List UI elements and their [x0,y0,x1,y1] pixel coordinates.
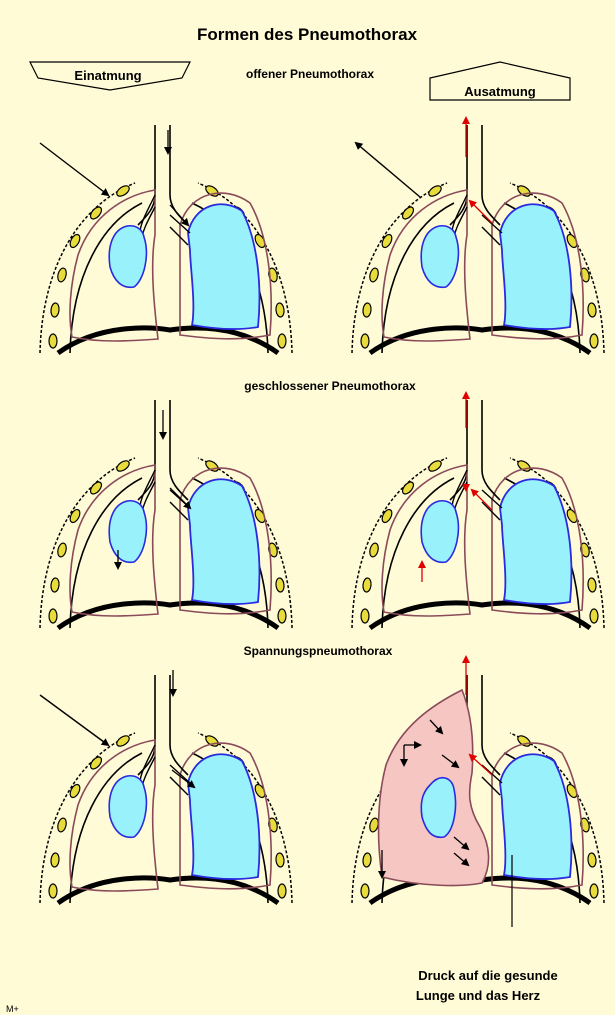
corner-mark: M+ [6,1004,19,1014]
inhale-label: Einatmung [74,68,141,83]
open-inhale-panel [40,125,292,353]
exhale-tag: Ausatmung [430,62,570,100]
open-pneumothorax-label: offener Pneumothorax [246,67,374,81]
pressure-caption-line2: Lunge und das Herz [416,988,541,1003]
tension-pneumothorax-label: Spannungspneumothorax [244,644,393,658]
exhale-label: Ausatmung [464,84,536,99]
closed-exhale-panel [352,393,604,628]
pressure-caption-line1: Druck auf die gesunde [418,968,557,983]
diagram-title: Formen des Pneumothorax [197,25,418,44]
tension-exhale-panel [352,657,604,927]
closed-pneumothorax-label: geschlossener Pneumothorax [244,379,416,393]
closed-inhale-panel [40,400,292,628]
open-exhale-panel [352,118,604,353]
inhale-tag: Einatmung [30,62,190,90]
tension-inhale-panel [40,670,292,903]
